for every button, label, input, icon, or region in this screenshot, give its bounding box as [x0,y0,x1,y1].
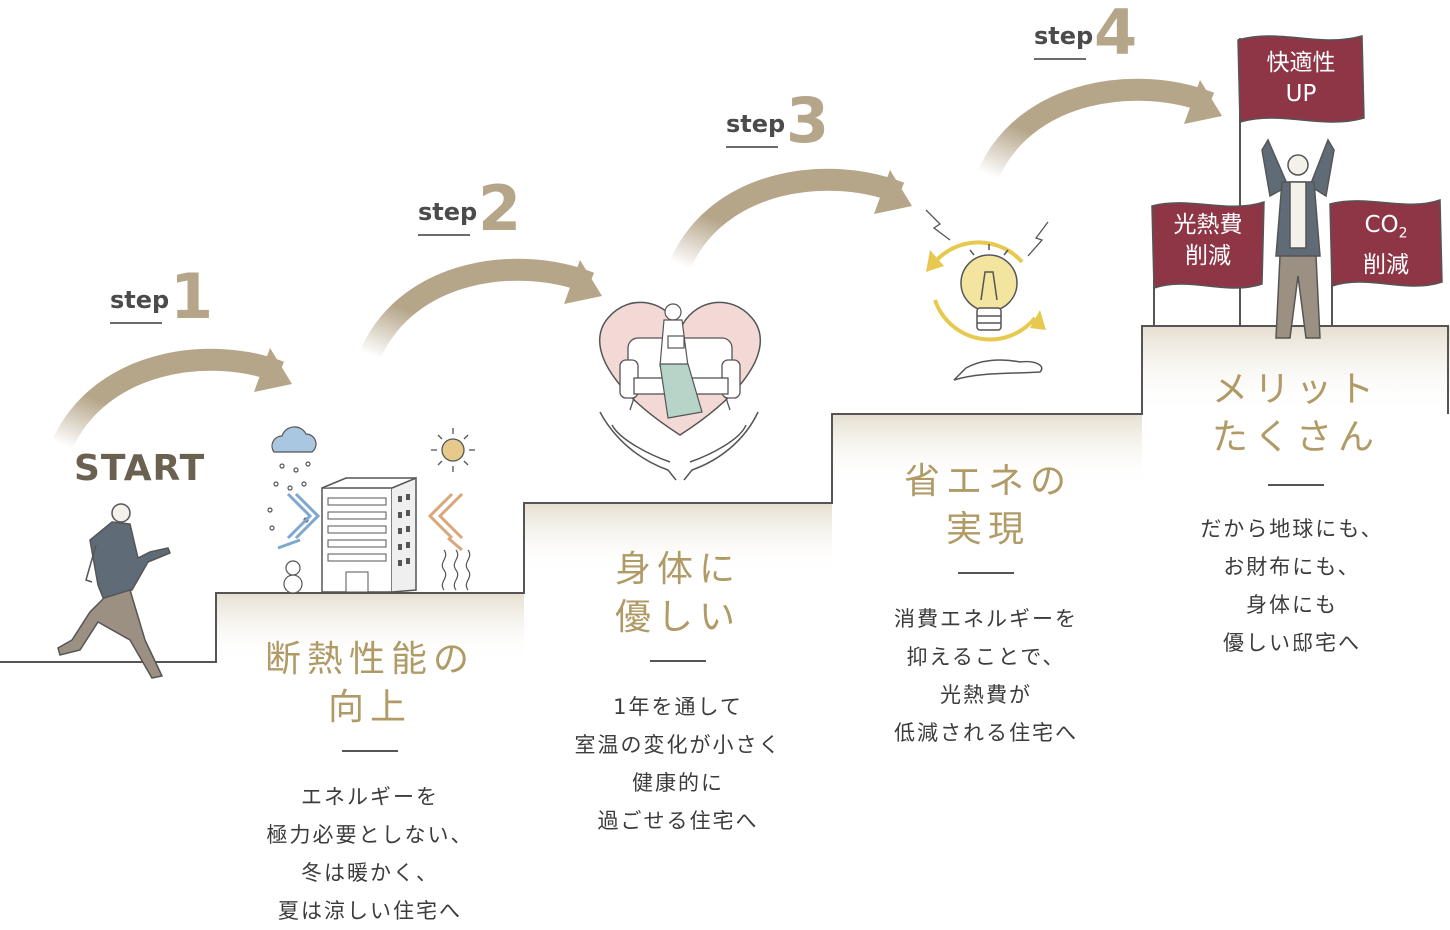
description-line: お財布にも、 [1223,555,1361,579]
curved-arrow-3 [669,168,912,270]
snowman-icon [283,560,303,594]
flag-icon-right [1329,198,1443,288]
curved-arrow-2 [359,258,602,360]
flag-text-right: CO2 削減 [1332,210,1440,281]
divider [958,572,1014,574]
flag-line: 光熱費 [1173,212,1243,238]
description-line: エネルギーを [301,785,439,809]
building-icon [321,476,417,593]
description-line: 低減される住宅へ [894,721,1078,745]
flag-line: 削減 [1363,251,1409,278]
flag-text-center: 快適性 UP [1240,48,1362,110]
flag-line: 削減 [1185,243,1231,269]
step-description-2: 1年を通して 室温の変化が小さく 健康的に 過ごせる住宅へ [518,688,838,840]
description-line: 1年を通して [613,695,743,719]
divider [342,750,398,752]
curved-arrow-1 [51,348,292,450]
description-line: 室温の変化が小さく [574,733,782,757]
heading-line: 実現 [945,509,1030,550]
step-word: step [110,286,170,314]
recycle-arrows-icon [926,240,1046,342]
heading-line: 向上 [327,687,412,728]
heat-arrow-icon [427,492,464,552]
step-heading-2: 身体に 優しい [538,546,818,642]
curved-arrow-4 [977,78,1222,180]
heading-line: たくさん [1211,417,1380,458]
cold-arrow-icon [277,492,321,550]
flag-co-subscript: 2 [1398,225,1408,242]
description-line: だから地球にも、 [1200,517,1384,541]
heading-line: メリット [1211,369,1380,410]
description-line: 光熱費が [940,683,1032,707]
step-description-4: だから地球にも、 お財布にも、 身体にも 優しい邸宅へ [1134,510,1450,662]
cheering-person-icon [1261,138,1335,339]
divider [650,660,706,662]
step-underline [1034,58,1086,60]
step-word: step [418,198,478,226]
step-band-2 [524,503,832,575]
hand-icon [953,359,1043,381]
heat-waves-icon [441,549,471,591]
description-line: 抑えることで、 [906,645,1066,669]
heading-line: 省エネの [903,461,1072,502]
step-number: 4 [1094,0,1138,69]
start-label: START [74,448,206,489]
step-heading-3: 省エネの 実現 [848,458,1128,554]
sun-icon [431,428,475,472]
description-line: 冬は暖かく、 [301,861,439,885]
description-line: 健康的に [632,771,724,795]
flag-icon-left [1151,200,1265,290]
step-number: 2 [478,172,522,245]
heading-line: 断熱性能の [264,639,475,680]
description-line: 消費エネルギーを [894,607,1078,631]
step-heading-1: 断熱性能の 向上 [230,636,510,732]
step-underline [110,322,162,324]
step-word: step [726,110,786,138]
step-description-3: 消費エネルギーを 抑えることで、 光熱費が 低減される住宅へ [826,600,1146,752]
description-line: 極力必要としない、 [266,823,474,847]
step-band-3 [832,414,1142,486]
hands-icon [599,411,759,481]
flag-line: 快適性 [1266,50,1336,76]
step-band-1 [216,593,524,663]
description-line: 過ごせる住宅へ [597,809,759,833]
staircase-line [0,325,1449,663]
heading-line: 優しい [614,597,741,638]
divider [1268,484,1324,486]
step-underline [726,146,778,148]
flag-icon-center [1237,35,1365,123]
step-heading-4: メリット たくさん [1156,366,1436,462]
flag-co: CO [1364,212,1399,238]
flag-line: CO2 [1332,210,1440,250]
step-number: 3 [786,84,830,157]
description-line: 夏は涼しい住宅へ [278,899,462,923]
step-underline [418,234,470,236]
description-line: 優しい邸宅へ [1223,631,1361,655]
step-word: step [1034,22,1094,50]
heading-line: 身体に [614,549,741,590]
snow-cloud-icon [267,426,317,531]
description-line: 身体にも [1246,593,1338,617]
flag-text-left: 光熱費 削減 [1154,210,1262,272]
woman-reading-icon [659,303,703,419]
step-band-4 [1142,326,1450,414]
step-number: 1 [170,260,214,333]
lightbulb-icon [960,244,1018,331]
flag-line: UP [1285,81,1317,107]
step-description-1: エネルギーを 極力必要としない、 冬は暖かく、 夏は涼しい住宅へ [210,778,530,930]
lightning-icon [925,209,1049,257]
walking-person-icon [57,503,171,679]
